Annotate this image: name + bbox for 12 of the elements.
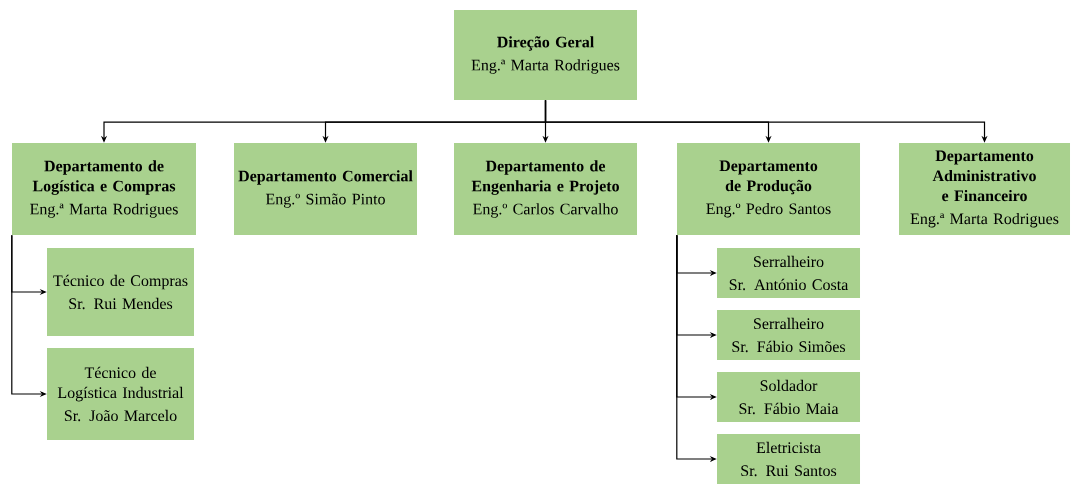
- org-box: Soldador Sr. Fábio Maia: [717, 372, 860, 422]
- org-box: Serralheiro Sr. António Costa: [717, 248, 860, 298]
- org-box: Departamento de Logística e Compras Eng.ª Marta Rodrigues: [12, 143, 196, 235]
- org-box: Técnico de Compras Sr. Rui Mendes: [47, 248, 194, 336]
- org-box: Departamento Comercial Eng.º Simão Pinto: [234, 143, 417, 235]
- org-box: Serralheiro Sr. Fábio Simões: [717, 310, 860, 360]
- org-box: Departamento de Engenharia e Projeto Eng.º Carlos Carvalho: [454, 143, 637, 235]
- org-box: Eletricista Sr. Rui Santos: [717, 434, 860, 484]
- org-box: Técnico de Logística Industrial Sr. João Marcelo: [47, 348, 194, 440]
- org-box: Direção Geral Eng.ª Marta Rodrigues: [454, 10, 637, 100]
- org-box: Departamento de Produção Eng.º Pedro Santos: [677, 143, 860, 235]
- org-box: Departamento Administrativo e Financeiro Eng.ª Marta Rodrigues: [899, 143, 1070, 235]
